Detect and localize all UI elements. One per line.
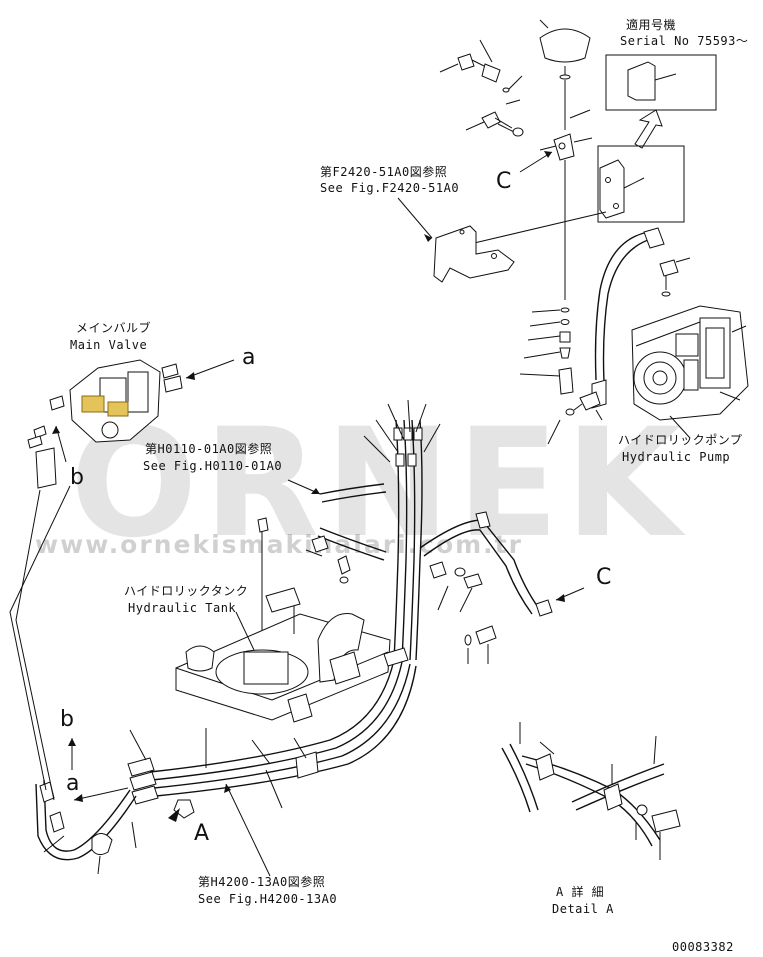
top-assembly: C <box>439 19 593 300</box>
f2420-ref: 第F2420-51A0図参照 See Fig.F2420-51A0 <box>320 164 515 283</box>
pump-label-en: Hydraulic Pump <box>622 450 730 464</box>
pump-label-jp: ハイドロリックポンプ <box>618 433 742 447</box>
h0110-ref: 第H0110-01A0図参照 See Fig.H0110-01A0 <box>143 441 321 495</box>
pilot-lines <box>9 485 71 801</box>
callout-c-top: C <box>496 169 511 194</box>
h4200-label-jp: 第H4200-13A0図参照 <box>198 874 325 889</box>
tank-label-jp: ハイドロリックタンク <box>124 584 248 598</box>
fitting-stack <box>519 307 574 395</box>
bottom-hoses: a b A <box>35 647 417 877</box>
detail-a-label-jp: A 詳 細 <box>556 884 604 899</box>
hydraulic-tank: ハイドロリックタンク Hydraulic Tank <box>124 584 391 723</box>
main-valve-label-en: Main Valve <box>70 338 147 352</box>
serial-label-jp: 適用号機 <box>626 17 676 32</box>
h4200-label-en: See Fig.H4200-13A0 <box>198 892 337 906</box>
watermark-url: www.ornekismakinalari.com.tr <box>35 530 523 559</box>
pump-hose <box>547 227 691 445</box>
f2420-label-jp: 第F2420-51A0図参照 <box>320 164 447 179</box>
watermark-brand: ORNEK <box>70 397 687 571</box>
hose-bundle: C <box>257 399 611 690</box>
bracket-inset <box>469 145 685 245</box>
h0110-label-en: See Fig.H0110-01A0 <box>143 459 282 473</box>
detail-a: A 詳 細 Detail A <box>501 722 681 916</box>
callout-a-bottom: a <box>66 771 79 796</box>
serial-label-en: Serial No 75593～ <box>620 34 748 48</box>
callout-c-hose: C <box>596 565 611 590</box>
callout-big-a: A <box>194 821 209 846</box>
serial-inset: 適用号機 Serial No 75593～ <box>605 17 748 149</box>
h4200-ref: 第H4200-13A0図参照 See Fig.H4200-13A0 <box>198 874 337 906</box>
callout-b-valve: b <box>70 465 84 490</box>
main-valve-label-jp: メインバルブ <box>76 320 151 335</box>
callout-a-valve: a <box>242 345 255 370</box>
drawing-number: 00083382 <box>672 940 734 954</box>
h0110-label-jp: 第H0110-01A0図参照 <box>145 441 272 456</box>
detail-a-label-en: Detail A <box>552 902 614 916</box>
callout-b-bottom: b <box>60 707 74 732</box>
main-valve: メインバルブ Main Valve a b <box>27 320 255 490</box>
f2420-label-en: See Fig.F2420-51A0 <box>320 181 459 195</box>
hydraulic-pump: ハイドロリックポンプ Hydraulic Pump <box>618 305 749 464</box>
tank-label-en: Hydraulic Tank <box>128 601 236 615</box>
